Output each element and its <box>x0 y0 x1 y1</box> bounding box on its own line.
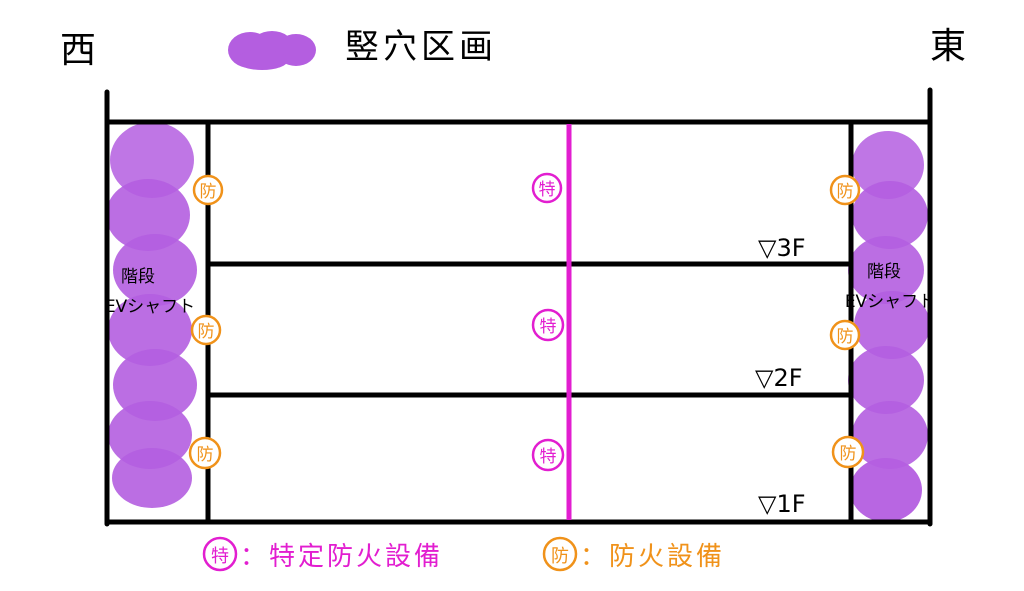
svg-text:特: 特 <box>540 447 557 467</box>
svg-text:防: 防 <box>198 322 215 342</box>
svg-text:特: 特 <box>539 180 556 200</box>
legend-special-text: ：特定防火設備 <box>240 542 443 572</box>
svg-text:防: 防 <box>837 327 854 347</box>
east-label: 東 <box>930 26 966 67</box>
floor-label-2f: ▽2F <box>755 364 803 392</box>
fire-marker-east-2f: 防 <box>829 319 861 351</box>
svg-text:防: 防 <box>200 182 217 202</box>
fire-marker-east-3f: 防 <box>829 174 861 206</box>
special-marker-1f: 特 <box>531 438 565 472</box>
svg-text:防: 防 <box>837 182 854 202</box>
fire-marker-west-3f: 防 <box>192 174 224 206</box>
svg-text:防: 防 <box>197 445 214 465</box>
west-shaft-label-ev: EVシャフト <box>105 297 195 317</box>
building-frame <box>104 87 933 527</box>
east-shaft-label-ev: EVシャフト <box>845 292 935 312</box>
west-shaft-zone <box>106 122 197 508</box>
fire-marker-west-1f: 防 <box>188 436 222 470</box>
fire-marker-east-1f: 防 <box>831 435 865 469</box>
svg-text:特: 特 <box>540 317 557 337</box>
legend-shaft-label: 竪穴区画 <box>345 27 497 67</box>
legend-fire-text: ：防火設備 <box>580 542 725 572</box>
floor-label-3f: ▽3F <box>758 234 806 262</box>
east-shaft-label-stairs: 階段 <box>867 262 901 282</box>
legend-shaft-swatch <box>228 31 316 70</box>
svg-text:防: 防 <box>840 444 857 464</box>
special-marker-2f: 特 <box>531 308 565 342</box>
fire-marker-west-2f: 防 <box>190 314 222 346</box>
east-shaft-zone <box>848 131 930 522</box>
svg-text:防: 防 <box>551 546 569 567</box>
svg-text:特: 特 <box>211 546 229 567</box>
legend-special-marker-icon: 特 <box>202 536 238 572</box>
special-marker-3f: 特 <box>531 172 563 204</box>
west-shaft-label-stairs: 階段 <box>121 267 155 287</box>
west-label: 西 <box>60 30 96 71</box>
legend-fire-marker-icon: 防 <box>542 536 578 572</box>
floor-label-1f: ▽1F <box>758 490 806 518</box>
